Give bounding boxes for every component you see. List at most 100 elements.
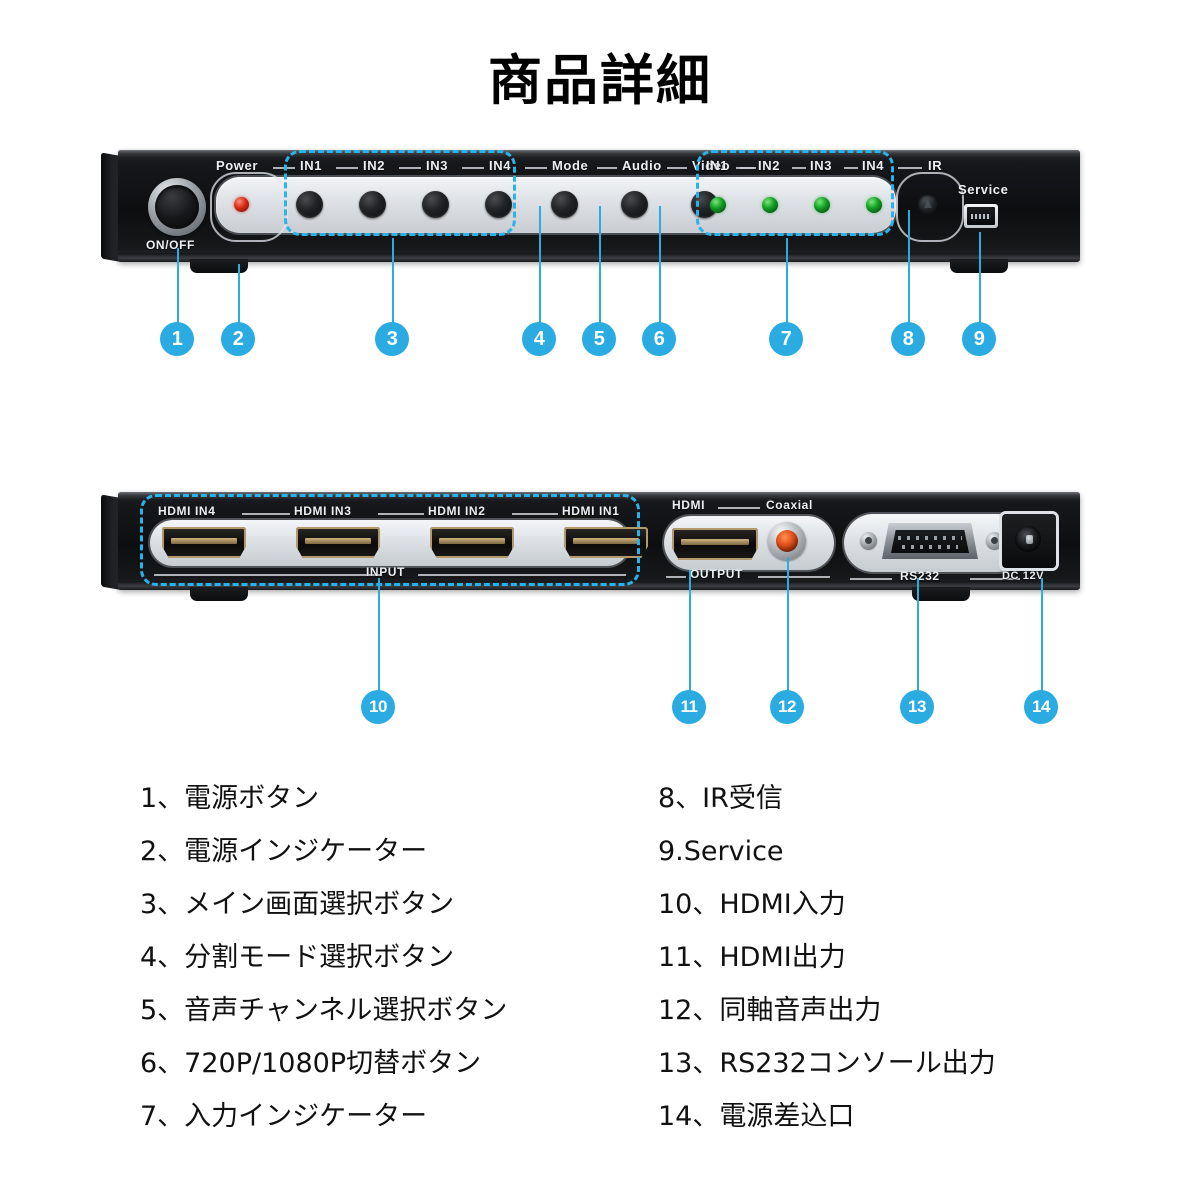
input-group-line-left bbox=[154, 574, 380, 576]
legend-item: 4、分割モード選択ボタン bbox=[140, 942, 455, 973]
legend-item: 7、入力インジケーター bbox=[140, 1101, 428, 1132]
legend-column-left: 1、電源ボタン 2、電源インジケーター 3、メイン画面選択ボタン 4、分割モード… bbox=[140, 772, 507, 1143]
input-indicator-led-in3 bbox=[814, 197, 830, 213]
ir-receiver-icon bbox=[918, 194, 938, 214]
highlight-hdmi-inputs bbox=[140, 494, 640, 586]
label-rs232: RS232 bbox=[900, 569, 940, 583]
power-led-outline bbox=[210, 172, 288, 242]
rear-panel-device: HDMI IN4 HDMI IN3 HDMI IN2 HDMI IN1 INPU… bbox=[101, 492, 1080, 601]
callout-bubble-4: 4 bbox=[522, 322, 556, 356]
input-select-button-in4[interactable] bbox=[485, 191, 512, 218]
label-audio: Audio bbox=[622, 158, 662, 173]
rs232-db9-connector[interactable] bbox=[882, 523, 978, 559]
legend-item: 1、電源ボタン bbox=[140, 783, 320, 814]
service-mini-usb-port[interactable] bbox=[964, 204, 998, 228]
led-label-in3: IN3 bbox=[810, 158, 833, 173]
input-indicator-led-in4 bbox=[866, 197, 882, 213]
callout-bubble-11: 11 bbox=[672, 690, 706, 724]
label-divider bbox=[718, 507, 760, 509]
callout-bubble-9: 9 bbox=[962, 322, 996, 356]
label-mode: Mode bbox=[552, 158, 589, 173]
callout-leader-1 bbox=[177, 248, 179, 323]
hdmi-input-port-in4[interactable] bbox=[162, 527, 246, 558]
legend-item: 2、電源インジケーター bbox=[140, 836, 428, 867]
led-label-in2: IN2 bbox=[758, 158, 781, 173]
device-foot-left bbox=[190, 259, 248, 273]
audio-button[interactable] bbox=[621, 191, 648, 218]
hdmi-input-port-in3[interactable] bbox=[296, 527, 380, 558]
mini-usb-icon bbox=[967, 207, 995, 225]
output-group-line-right bbox=[758, 576, 830, 578]
callout-leader-13 bbox=[917, 578, 919, 691]
mode-button[interactable] bbox=[551, 191, 578, 218]
legend-item: 8、IR受信 bbox=[658, 783, 783, 814]
callout-bubble-10: 10 bbox=[361, 690, 395, 724]
callout-leader-7 bbox=[786, 238, 788, 323]
label-in3: IN3 bbox=[426, 158, 449, 173]
callout-bubble-8: 8 bbox=[891, 322, 925, 356]
power-indicator-led bbox=[234, 197, 249, 212]
callout-leader-12 bbox=[787, 558, 789, 691]
legend-list-right: 8、IR受信 9.Service 10、HDMI入力 11、HDMI出力 12、… bbox=[658, 772, 996, 1143]
power-on-off-button[interactable] bbox=[148, 178, 206, 236]
legend-item: 3、メイン画面選択ボタン bbox=[140, 889, 455, 920]
hdmi-input-port-in1[interactable] bbox=[564, 527, 648, 558]
input-select-button-in2[interactable] bbox=[359, 191, 386, 218]
label-divider bbox=[792, 167, 806, 169]
callout-bubble-12: 12 bbox=[770, 690, 804, 724]
label-input-group: INPUT bbox=[366, 565, 405, 579]
legend-item: 10、HDMI入力 bbox=[658, 889, 846, 920]
callout-leader-2 bbox=[238, 264, 240, 323]
input-group-line-right bbox=[418, 574, 626, 576]
label-divider bbox=[512, 513, 558, 515]
label-hdmi-out: HDMI bbox=[672, 498, 706, 512]
rs232-line-right bbox=[970, 578, 1020, 580]
coaxial-audio-output-jack[interactable] bbox=[768, 522, 806, 560]
legend-item: 14、電源差込口 bbox=[658, 1101, 855, 1132]
label-divider bbox=[378, 513, 424, 515]
input-indicator-led-in1 bbox=[710, 197, 726, 213]
label-divider bbox=[740, 167, 754, 169]
legend-item: 9.Service bbox=[658, 836, 784, 867]
label-divider bbox=[667, 167, 687, 169]
callout-bubble-3: 3 bbox=[375, 322, 409, 356]
callout-leader-10 bbox=[378, 578, 380, 691]
front-panel-device: ON/OFF Power IN1 IN2 IN3 IN4 Mode Audio … bbox=[101, 150, 1080, 273]
input-select-button-in3[interactable] bbox=[422, 191, 449, 218]
label-output-group: OUTPUT bbox=[690, 567, 743, 581]
legend-item: 6、720P/1080P切替ボタン bbox=[140, 1048, 482, 1079]
label-divider bbox=[242, 513, 290, 515]
input-select-button-in1[interactable] bbox=[296, 191, 323, 218]
label-coaxial: Coaxial bbox=[766, 498, 813, 512]
input-indicator-led-in2 bbox=[762, 197, 778, 213]
callout-leader-11 bbox=[689, 570, 691, 691]
label-divider bbox=[399, 167, 421, 169]
output-group-line-left bbox=[666, 576, 686, 578]
callout-bubble-6: 6 bbox=[642, 322, 676, 356]
callout-leader-14 bbox=[1041, 578, 1043, 691]
label-hdmi-in4: HDMI IN4 bbox=[158, 504, 216, 518]
legend-item: 5、音声チャンネル選択ボタン bbox=[140, 995, 508, 1026]
callout-bubble-1: 1 bbox=[160, 322, 194, 356]
power-on-off-label: ON/OFF bbox=[146, 238, 195, 252]
hdmi-output-port[interactable] bbox=[672, 528, 758, 560]
highlight-input-indicator-leds bbox=[696, 150, 894, 236]
label-divider bbox=[462, 167, 484, 169]
dc-pin-icon bbox=[1026, 535, 1033, 544]
label-dc-12v: DC 12V bbox=[1002, 570, 1045, 582]
label-divider bbox=[844, 167, 858, 169]
label-in1: IN1 bbox=[300, 158, 323, 173]
dc-power-jack[interactable] bbox=[1002, 514, 1056, 568]
callout-leader-9 bbox=[979, 232, 981, 323]
hdmi-input-port-in2[interactable] bbox=[430, 527, 514, 558]
legend-list-left: 1、電源ボタン 2、電源インジケーター 3、メイン画面選択ボタン 4、分割モード… bbox=[140, 772, 507, 1143]
rs232-screw-post-left bbox=[860, 532, 877, 549]
label-divider bbox=[336, 167, 358, 169]
callout-bubble-14: 14 bbox=[1024, 690, 1058, 724]
callout-bubble-5: 5 bbox=[582, 322, 616, 356]
callout-bubble-13: 13 bbox=[900, 690, 934, 724]
label-divider bbox=[525, 167, 547, 169]
service-label: Service bbox=[958, 182, 1009, 197]
legend-column-right: 8、IR受信 9.Service 10、HDMI入力 11、HDMI出力 12、… bbox=[658, 772, 996, 1143]
